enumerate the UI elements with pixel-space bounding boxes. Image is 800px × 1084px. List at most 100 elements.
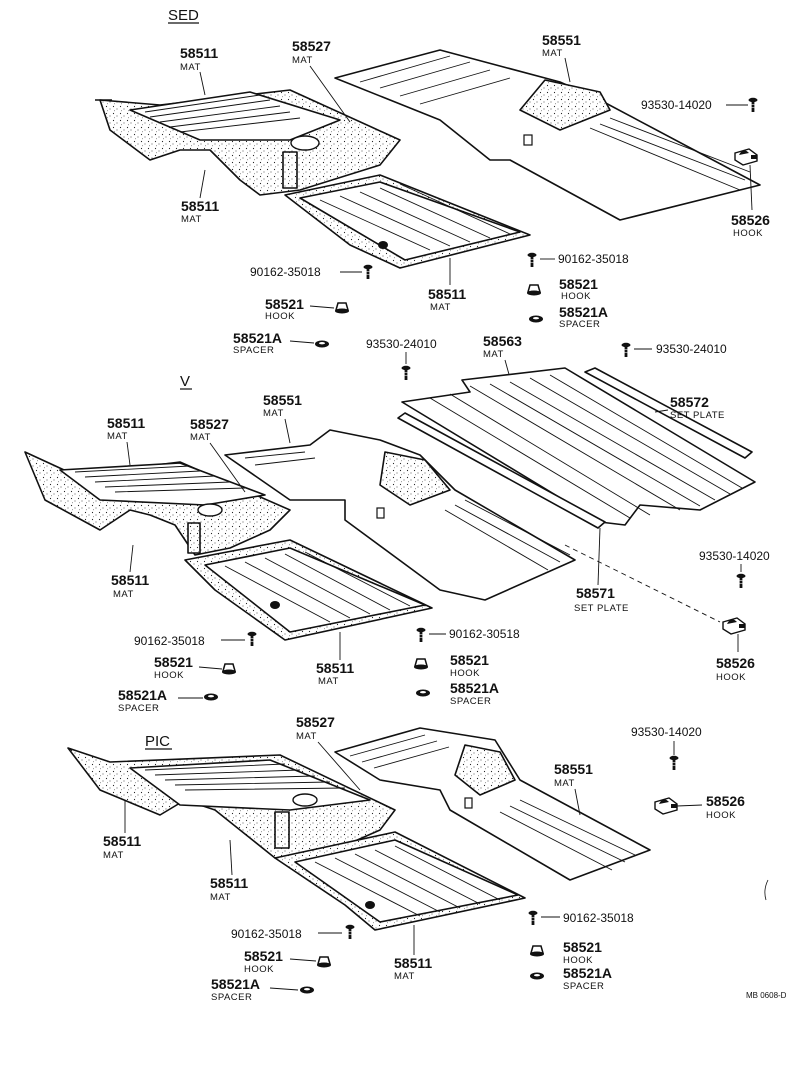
pic-hook-58521-left-icon [316,956,332,969]
sed-bolt-90162-35018-right-icon [527,252,537,268]
pic-label-90162-35018-left: 90162-35018 [231,927,302,941]
sed-label-58526: 58526 [731,212,770,228]
v-label-58571-setplate: SET PLATE [574,603,629,614]
v-rear-mat-shape [224,429,576,601]
v-label-58521-left-hook: HOOK [154,670,184,681]
v-spacer-58521a-left-icon [204,693,218,701]
pic-hook-58526-icon [654,797,678,815]
v-label-58521a-right: 58521A [450,680,499,696]
v-label-58521a-left: 58521A [118,687,167,703]
sed-rear-mat-shape [334,49,761,221]
v-label-58521-left: 58521 [154,654,193,670]
pic-spacer-58521a-right-icon [530,972,544,980]
v-front-mat-lower-shape [184,539,433,641]
sed-hook-58526-icon [734,148,758,166]
v-label-93530-24010-right: 93530-24010 [656,342,727,356]
sed-label-58511-top-mat: MAT [180,62,201,73]
v-set-plate-58571-shape [397,412,606,529]
v-label-58551-mat: MAT [263,408,284,419]
pic-label-58511-mid-mat: MAT [210,892,231,903]
v-label-58511-top: 58511 [107,415,145,431]
v-label-93530-14020: 93530-14020 [699,549,770,563]
sed-label-58511-mid-mat: MAT [181,214,202,225]
pic-label-58521-left: 58521 [244,948,283,964]
pic-label-58526: 58526 [706,793,745,809]
section-label-pic: PIC [145,733,170,750]
v-hook-58526-icon [722,617,746,635]
v-front-mat-shape [24,451,291,556]
v-label-58521a-left-spacer: SPACER [118,703,159,714]
pic-label-58551: 58551 [554,761,593,777]
v-label-58563-mat: MAT [483,349,504,360]
v-label-90162-35018: 90162-35018 [134,634,205,648]
sed-label-58521a-left: 58521A [233,330,282,346]
sed-label-93530-14020: 93530-14020 [641,98,712,112]
v-label-58526: 58526 [716,655,755,671]
sed-label-58521-right-hook: HOOK [561,291,591,302]
sed-label-90162-35018-left: 90162-35018 [250,265,321,279]
v-label-58572: 58572 [670,394,709,410]
sed-label-58551: 58551 [542,32,581,48]
sed-label-58521a-left-spacer: SPACER [233,345,274,356]
pic-bolt-93530-14020-icon [669,755,679,771]
v-hook-58521-left-icon [221,663,237,676]
pic-label-58511-left: 58511 [103,833,141,849]
v-label-58521a-right-spacer: SPACER [450,696,491,707]
pic-label-58551-mat: MAT [554,778,575,789]
pic-section: PIC 58527 MAT 93530-14020 [67,714,787,1003]
sed-label-58527-mat: MAT [292,55,313,66]
sed-label-58511-mid: 58511 [181,198,219,214]
pic-label-58527: 58527 [296,714,335,730]
sed-section: SED 58511 MAT 58527 MAT [95,7,770,356]
pic-label-93530-14020: 93530-14020 [631,725,702,739]
v-label-58572-setplate: SET PLATE [670,410,725,421]
v-bolt-90162-30518-icon [416,627,426,643]
drawing-reference: MB 0608-D [746,991,787,1000]
sed-hook-58521-left-icon [334,302,350,315]
v-label-58551: 58551 [263,392,302,408]
v-label-58571: 58571 [576,585,615,601]
pic-label-58521a-right-spacer: SPACER [563,981,604,992]
pic-front-mat-lower-shape [274,831,526,931]
v-label-58511-low: 58511 [316,660,354,676]
pic-label-58511-low: 58511 [394,955,432,971]
section-label-sed: SED [168,7,199,24]
pic-label-58526-hook: HOOK [706,810,736,821]
sed-front-mat-lower-shape [284,174,531,269]
v-bolt-90162-35018-icon [247,631,257,647]
v-label-58527: 58527 [190,416,229,432]
pic-spacer-58521a-left-icon [300,986,314,994]
pic-label-58521-right: 58521 [563,939,602,955]
v-section: V 93530-24010 58563 MAT 93530-24010 [24,333,770,714]
v-bolt-93530-24010-left-icon [401,365,411,381]
v-cargo-mat-shape [401,367,756,526]
sed-label-58521-left-hook: HOOK [265,311,295,322]
sed-label-58521-right: 58521 [559,276,598,292]
pic-label-58521a-right: 58521A [563,965,612,981]
pic-label-58521a-left: 58521A [211,976,260,992]
pic-label-58521a-left-spacer: SPACER [211,992,252,1003]
sed-spacer-58521a-right-icon [529,315,543,323]
v-bolt-93530-24010-right-icon [621,342,631,358]
v-label-58526-hook: HOOK [716,672,746,683]
sed-front-mat-shape [95,89,401,196]
sed-label-58511-top: 58511 [180,45,218,61]
pic-label-58527-mat: MAT [296,731,317,742]
sed-hook-58521-right-icon [526,284,542,297]
v-label-93530-24010-left: 93530-24010 [366,337,437,351]
v-label-58527-mat: MAT [190,432,211,443]
v-label-58521-right: 58521 [450,652,489,668]
sed-label-58511-low: 58511 [428,286,466,302]
sed-spacer-58521a-left-icon [315,340,329,348]
sed-bolt-93530-14020-icon [748,97,758,113]
pic-label-58511-low-mat: MAT [394,971,415,982]
v-label-58511-mid: 58511 [111,572,149,588]
v-set-plate-58572-shape [584,367,753,459]
v-label-58511-top-mat: MAT [107,431,128,442]
pic-bolt-90162-35018-right-icon [528,910,538,926]
sed-label-58521a-right-spacer: SPACER [559,319,600,330]
pic-rear-mat-shape [334,727,651,881]
pic-label-90162-35018-right: 90162-35018 [563,911,634,925]
pic-label-58511-mid: 58511 [210,875,248,891]
